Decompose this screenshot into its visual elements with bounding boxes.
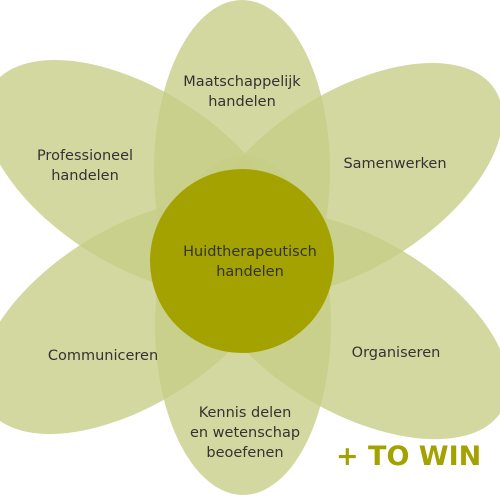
brand-text: + TO WIN [336,441,482,472]
label-kennis-delen: Kennis delen en wetenschap beoefenen [189,405,301,461]
label-samenwerken: Samenwerken [343,156,447,172]
label-communiceren: Communiceren [47,348,159,364]
center-circle [150,169,334,353]
label-professioneel-handelen: Professioneel handelen [36,148,134,184]
label-maatschappelijk-handelen: Maatschappelijk handelen [183,74,301,110]
label-organiseren: Organiseren [351,345,441,361]
label-huidtherapeutisch-handelen: Huidtherapeutisch handelen [183,244,317,280]
